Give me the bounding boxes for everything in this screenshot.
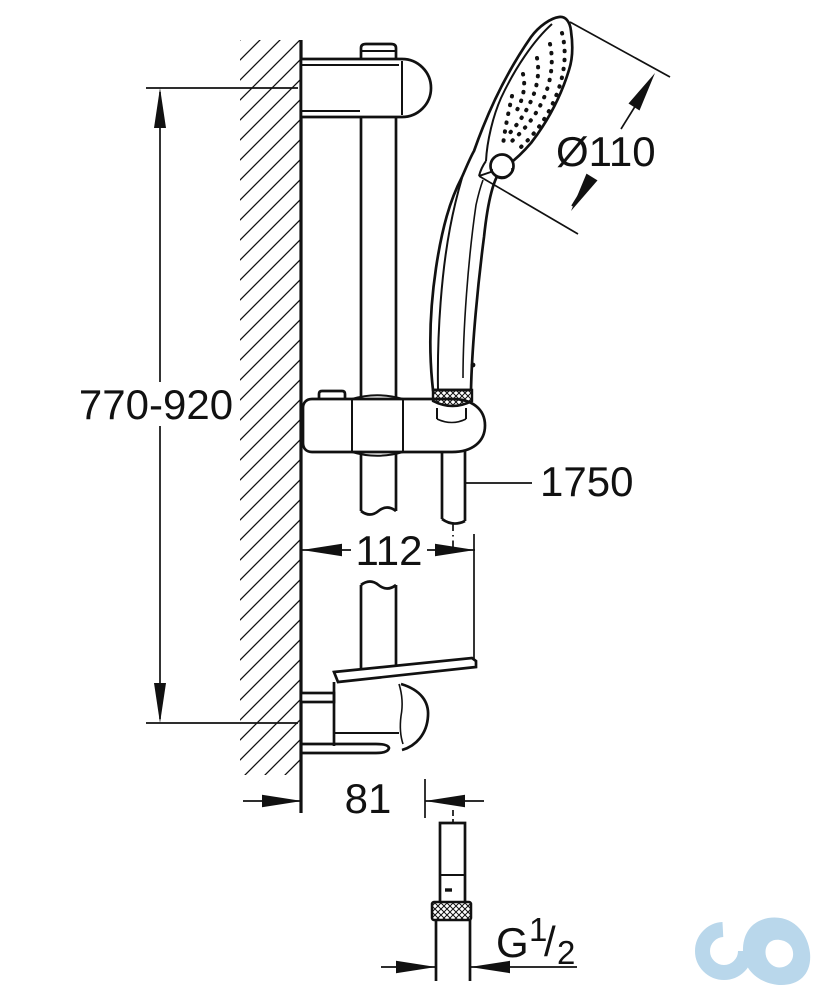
bracket-offset-value: 81 [345, 775, 392, 822]
handle-hose-coupling [431, 388, 474, 424]
bracket-offset-arrow-right [425, 794, 465, 808]
rail-height-arrow-up [154, 88, 166, 128]
dimension-hose-length: 1750 [466, 458, 633, 505]
thread-numerator: 1 [529, 911, 547, 948]
nozzle-dots-row-1 [519, 31, 567, 149]
holder-offset-value: 112 [356, 527, 423, 574]
nozzle-dots-row-4 [515, 72, 527, 112]
dimension-thread-size: G 1 / 2 [381, 911, 577, 974]
spray-face-rim-line [485, 23, 553, 162]
bracket-foot [302, 742, 391, 755]
connector-body [438, 821, 467, 902]
head-diameter-arrow-upper [628, 73, 655, 111]
bottom-bracket [299, 656, 478, 755]
dimension-head-diameter: Ø110 [478, 21, 671, 235]
spray-face-lower-corner [478, 160, 487, 177]
shower-hose-upper [440, 450, 467, 553]
thread-arrow-right [470, 960, 510, 974]
connector-knurled-nut [430, 900, 473, 922]
head-diameter-ext-upper [569, 21, 671, 78]
holder-body [301, 397, 487, 454]
holder-clamp-bottom-wave [351, 451, 404, 457]
thread-label-g: G [496, 919, 529, 966]
hose-length-value: 1750 [540, 458, 633, 505]
watermark-logo [695, 917, 811, 986]
handle-inner-contour-right [462, 179, 484, 379]
top-wall-bracket-arm [299, 57, 433, 119]
thread-slash: / [544, 918, 556, 965]
dimension-bracket-offset: 81 [243, 775, 484, 822]
head-diameter-value: Ø110 [556, 128, 656, 175]
spray-face-button-arc [491, 167, 513, 180]
handle-inner-contour-left [436, 177, 463, 390]
wall-hatching [240, 40, 301, 775]
nozzle-dots-row-5 [501, 94, 514, 147]
bracket-dome [400, 682, 430, 752]
coupling-stub-arc [436, 418, 467, 424]
hose-connector [430, 810, 473, 981]
handle-detail-notch [470, 362, 476, 368]
logo-d-loop [742, 917, 811, 986]
slider-holder [301, 389, 487, 457]
head-diameter-arrow-lower [571, 173, 598, 211]
slide-rail [299, 42, 433, 670]
rail-height-arrow-down [154, 683, 166, 723]
holder-offset-arrow-left [302, 543, 342, 557]
thread-arrow-left [396, 960, 436, 974]
holder-clamp-top-wave [351, 394, 404, 400]
head-diameter-ext-lower [478, 175, 579, 235]
nozzle-dots-row-2 [510, 42, 554, 143]
handle-knurled-nut [431, 388, 474, 408]
bracket-offset-arrow-left [262, 794, 302, 808]
hose-cut-end [441, 517, 466, 525]
soap-tray-edge [332, 656, 478, 684]
bracket-inner-contour [398, 683, 404, 745]
thread-denominator: 2 [557, 934, 575, 971]
dimension-holder-offset: 112 [302, 527, 475, 660]
hand-shower [428, 15, 574, 392]
wall-section [240, 40, 303, 813]
dimension-rail-height: 770-920 [79, 87, 298, 724]
rail-break-upper-wave [360, 506, 397, 516]
rail-break-lower-wave [360, 580, 397, 590]
holder-offset-arrow-right [435, 543, 475, 557]
rail-height-value: 770-920 [79, 381, 233, 428]
bracket-wall-stub [299, 691, 336, 704]
spray-face-button [489, 153, 515, 179]
logo-c-ring [695, 922, 753, 980]
